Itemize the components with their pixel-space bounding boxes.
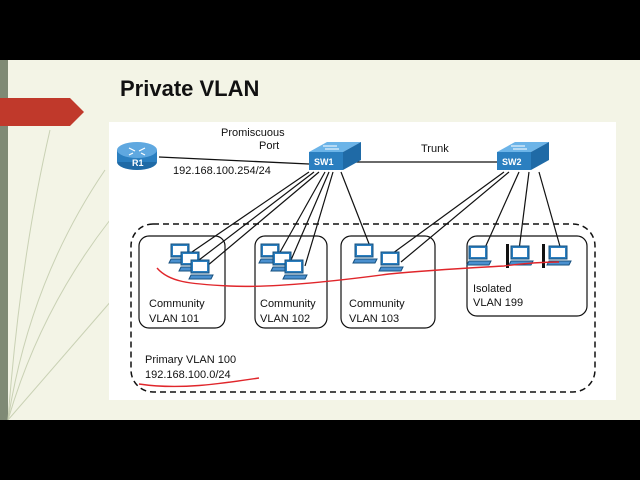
isolation-bar [542,244,545,268]
pc-icon[interactable] [282,259,308,280]
slide-title: Private VLAN [120,76,260,101]
promiscuous-label: Promiscuous [221,127,285,139]
group-2-line2: VLAN 102 [260,313,310,325]
router-r1-icon[interactable]: R1 [117,142,157,170]
pc-icon[interactable] [508,245,534,266]
group-4-line1: Isolated [473,283,512,295]
pc-icon[interactable] [188,259,214,280]
router-label: R1 [132,158,144,168]
pc-icon[interactable] [378,251,404,272]
community-101-box [138,235,226,329]
router-link [158,156,310,165]
group-1-line1: Community [149,298,205,310]
switch-sw2-icon[interactable]: SW2 [497,142,549,170]
slide: Private VLAN [0,60,640,420]
isolated-199-box [466,235,588,317]
group-3-line2: VLAN 103 [349,313,399,325]
annotation-underline [138,377,260,388]
slide-left-bar [0,60,8,420]
pvlan-diagram: R1 SW1 SW2 [109,122,616,400]
sw2-label: SW2 [502,157,522,167]
switch-sw1-icon[interactable]: SW1 [309,142,361,170]
group-4-line2: VLAN 199 [473,297,523,309]
sw2-host-links [388,171,562,263]
group-2-line1: Community [260,298,316,310]
title-arrow-icon [0,98,84,126]
annotation-underline [156,261,560,288]
primary-vlan-label: Primary VLAN 100 [145,354,236,366]
sw1-host-links [188,171,374,267]
sw1-label: SW1 [314,157,334,167]
group-3-line1: Community [349,298,405,310]
decorative-lines [7,129,113,420]
pc-icon[interactable] [352,243,378,264]
pc-icon[interactable] [466,245,492,266]
port-label: Port [259,140,279,152]
isolation-bar [506,244,509,268]
community-103-box [340,235,436,329]
router-ip-label: 192.168.100.254/24 [173,165,271,177]
primary-subnet-label: 192.168.100.0/24 [145,369,231,381]
trunk-label: Trunk [421,143,449,155]
group-1-line2: VLAN 101 [149,313,199,325]
primary-vlan-boundary [130,223,596,393]
pc-icon[interactable] [546,245,572,266]
host-pcs [168,243,572,280]
